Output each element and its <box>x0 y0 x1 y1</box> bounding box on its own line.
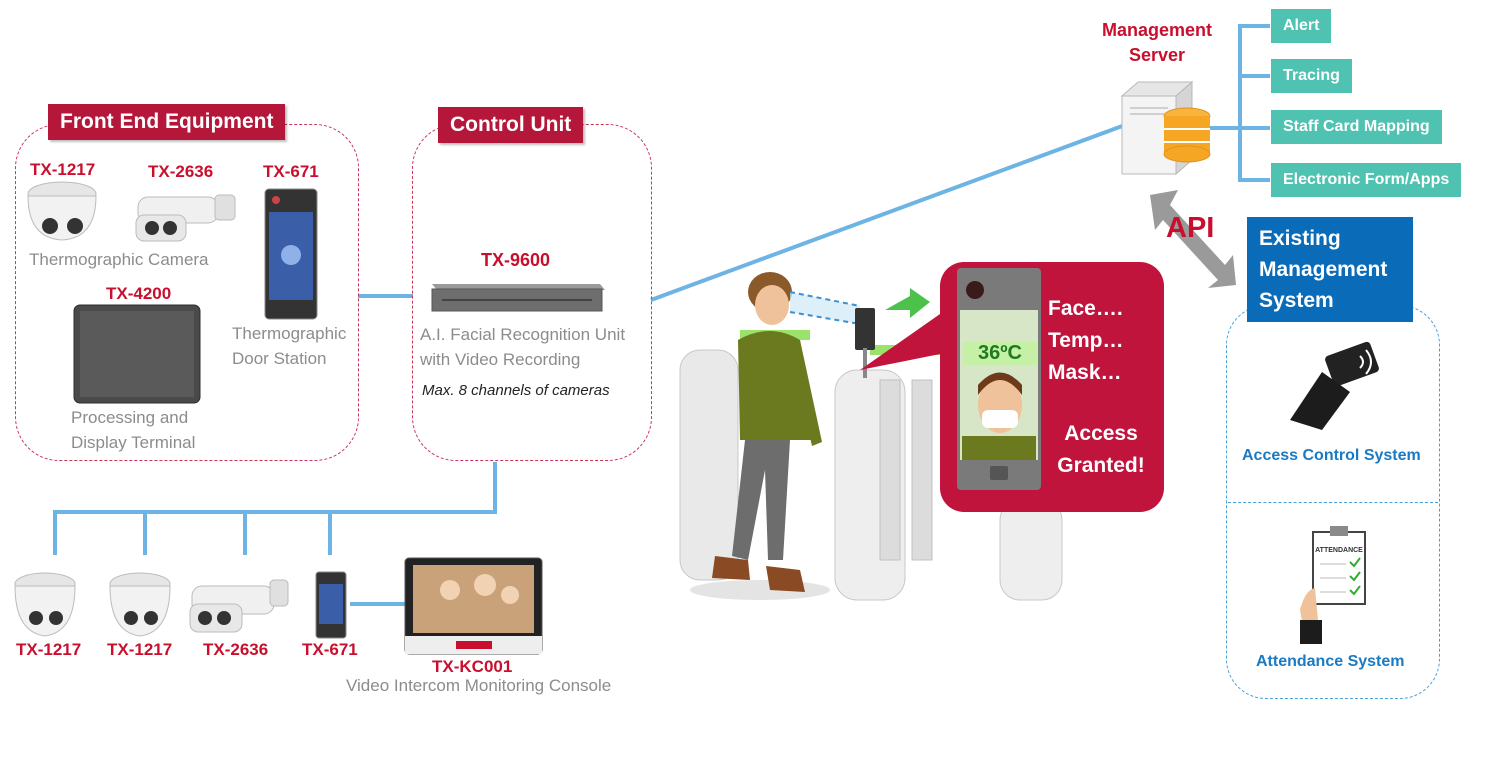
attendance-sheet-icon: ATTENDANCE <box>1300 526 1366 644</box>
terminal-caption: Processing and Display Terminal <box>71 408 196 452</box>
output-alert: Alert <box>1271 9 1332 43</box>
front-end-title: Front End Equipment <box>48 104 286 140</box>
nvr-note: Max. 8 channels of cameras <box>422 382 610 399</box>
cam1-model-label: TX-1217 <box>30 160 96 179</box>
access-card-icon <box>1290 341 1379 430</box>
existing-system-divider <box>1228 502 1438 503</box>
nvr-image <box>431 284 605 312</box>
control-unit-title: Control Unit <box>438 107 584 143</box>
attendance-label: Attendance System <box>1256 653 1405 670</box>
access-granted-text: Access Granted! <box>1057 422 1145 477</box>
control-unit-group <box>412 124 652 461</box>
check-temp-text: Temp… <box>1048 329 1124 352</box>
check-mask-text: Mask… <box>1048 361 1122 384</box>
api-arrow <box>1150 190 1236 288</box>
output-staff-card-mapping: Staff Card Mapping <box>1271 110 1442 144</box>
result-callout <box>860 262 1164 512</box>
terminal-model-label: TX-4200 <box>106 284 172 303</box>
bullet-camera-image-bottom <box>189 579 289 633</box>
door-station-image-bottom <box>315 571 347 639</box>
temperature-readout: 36ºC <box>963 342 1037 365</box>
dome-camera-image-bottom-2 <box>109 572 171 637</box>
api-label: API <box>1166 212 1215 244</box>
bottom-device-3-label: TX-2636 <box>203 640 269 659</box>
console-caption: Video Intercom Monitoring Console <box>346 676 612 695</box>
person-illustration <box>712 272 822 592</box>
cam2-model-label: TX-2636 <box>148 162 214 181</box>
display-terminal-image <box>73 304 201 404</box>
output-electronic-form: Electronic Form/Apps <box>1271 163 1462 197</box>
server-title: Management Server <box>1101 20 1213 65</box>
bottom-device-4-label: TX-671 <box>302 640 358 659</box>
intercom-console-image <box>404 557 543 655</box>
connector-lines <box>53 24 1270 606</box>
access-control-label: Access Control System <box>1242 447 1421 464</box>
bottom-device-1-label: TX-1217 <box>16 640 82 659</box>
door-model-label: TX-671 <box>263 162 319 181</box>
bullet-camera-image-top <box>135 194 236 242</box>
check-face-text: Face…. <box>1048 297 1123 320</box>
door-station-image-top <box>264 188 318 320</box>
bottom-device-2-label: TX-1217 <box>107 640 173 659</box>
nvr-caption: A.I. Facial Recognition Unit with Video … <box>420 325 626 369</box>
nvr-model-label: TX-9600 <box>481 250 551 270</box>
console-model-label: TX-KC001 <box>432 657 513 676</box>
attendance-sheet-label: ATTENDANCE <box>1315 547 1363 554</box>
door-caption: Thermographic Door Station <box>232 324 347 368</box>
output-tracing: Tracing <box>1271 59 1352 93</box>
thermo-caption: Thermographic Camera <box>29 250 209 269</box>
server-image <box>1120 80 1211 176</box>
turnstile-gates <box>679 330 1063 601</box>
dome-camera-image-top <box>27 181 97 241</box>
existing-system-title: Existing Management System <box>1247 217 1413 322</box>
scan-beam <box>789 288 930 378</box>
dome-camera-image-bottom-1 <box>14 572 76 637</box>
